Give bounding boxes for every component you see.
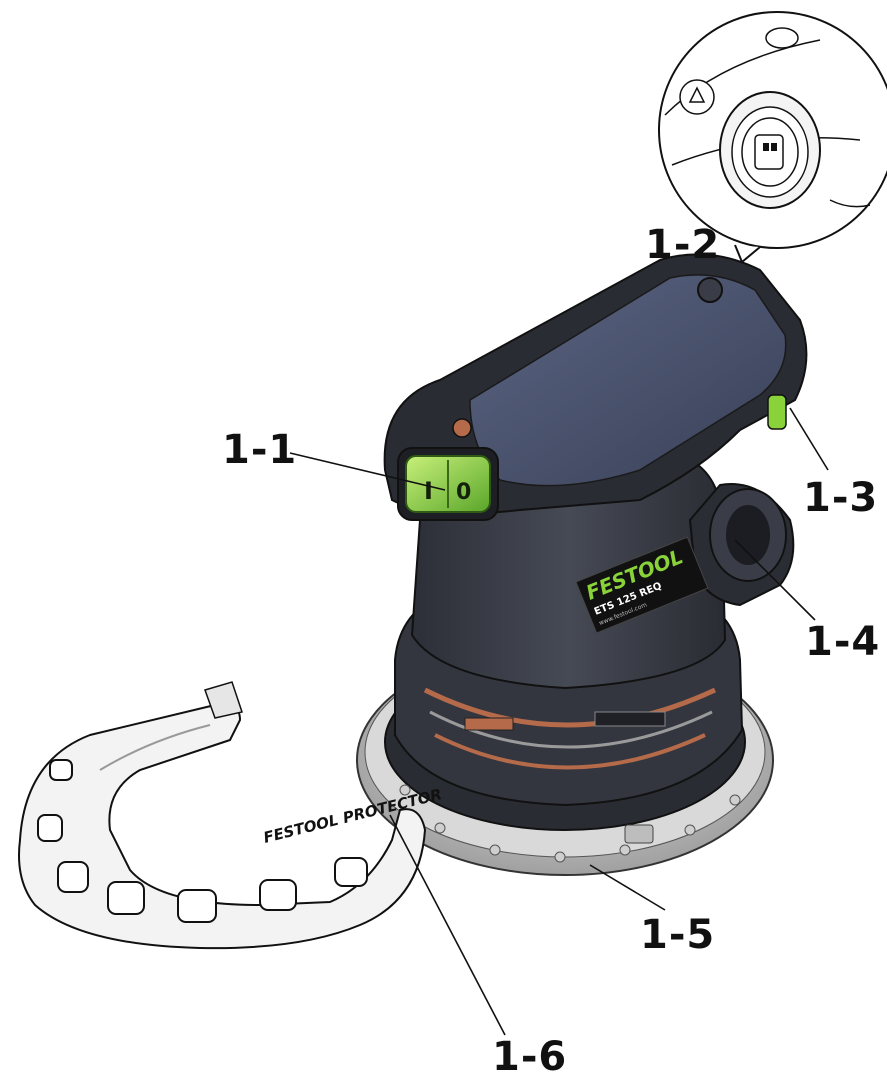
switch-off-label: 0 — [456, 480, 471, 505]
leader-1-4 — [734, 539, 816, 621]
speed-wheel — [767, 394, 787, 430]
callout-1-3: 1-3 — [803, 475, 879, 521]
callout-1-6: 1-6 — [492, 1034, 568, 1080]
leader-1-1 — [289, 452, 446, 491]
dust-extraction-port — [688, 483, 795, 607]
cable-socket-inset — [658, 11, 887, 264]
callout-1-2: 1-2 — [645, 222, 721, 268]
leader-lines — [289, 407, 829, 1036]
callout-1-4: 1-4 — [805, 619, 881, 665]
leader-1-6 — [389, 814, 506, 1036]
callout-1-1: 1-1 — [222, 427, 298, 473]
plug-lock-icon — [679, 79, 715, 115]
on-off-switch: I 0 — [397, 447, 499, 521]
switch-on-label: I — [424, 477, 433, 505]
leader-1-3 — [789, 407, 829, 471]
callout-1-5: 1-5 — [640, 912, 716, 958]
leader-1-5 — [589, 864, 666, 911]
